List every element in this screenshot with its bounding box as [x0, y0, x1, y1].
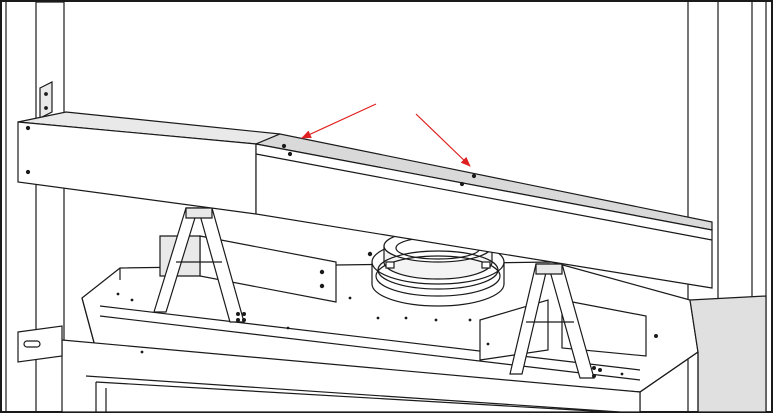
arrow-left — [301, 103, 377, 139]
right-a-frame-support — [509, 263, 602, 379]
arrow-right — [415, 113, 471, 167]
fireplace-front — [61, 339, 641, 413]
right-header-panel — [253, 133, 713, 289]
left-mounting-tab — [17, 325, 63, 363]
deck-screws — [116, 292, 624, 376]
left-stud-bracket — [39, 81, 53, 119]
left-a-frame-support — [153, 207, 247, 323]
callout-arrows — [301, 103, 471, 167]
flue-collar — [367, 229, 505, 307]
